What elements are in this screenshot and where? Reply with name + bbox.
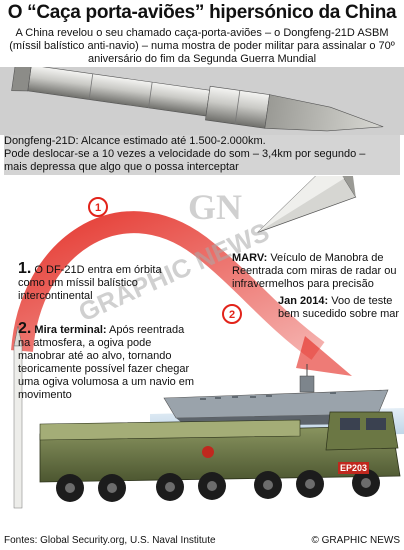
marker-2-label: 2 [229, 309, 235, 321]
scene-illustration: 1 2 [0, 159, 404, 531]
page-title: O “Caça porta-aviões” hipersónico da Chi… [7, 2, 397, 23]
step-2: 2. Mira terminal: Após reentrada na atmo… [18, 320, 198, 402]
marv-warhead [257, 159, 357, 233]
missile-caption: Dongfeng-21D: Alcance estimado até 1.500… [4, 135, 400, 175]
step-2-number: 2. [18, 320, 32, 337]
missile-band [0, 60, 404, 135]
marker-1-label: 1 [95, 202, 101, 214]
test-flight-heading: Jan 2014: [278, 295, 329, 307]
test-flight-text: Voo de teste bem sucedido sobre mar [278, 295, 400, 320]
step-2-text: Após reentrada na atmosfera, a ogiva pod… [18, 324, 195, 401]
sources-text: Fontes: Global Security.org, U.S. Naval … [4, 535, 216, 546]
marv-text: Veículo de Manobra de Reentrada com mira… [232, 252, 397, 290]
step-1-text: O DF-21D entra em órbita como um míssil … [18, 264, 162, 302]
caption-line-1: Dongfeng-21D: Alcance estimado até 1.500… [4, 135, 266, 147]
marker-2-badge [222, 304, 242, 324]
caption-line-2: Pode deslocar-se a 10 vezes a velocidade… [4, 148, 366, 160]
missile-illustration [11, 60, 384, 132]
vehicle-plate: EP203 [338, 462, 370, 474]
step-1: 1. O DF-21D entra em órbita como um míss… [18, 260, 180, 303]
marker-1-badge [88, 197, 108, 217]
credit-text: © GRAPHIC NEWS [311, 535, 401, 546]
caption-line-3: mais depressa que algo que o possa inter… [4, 161, 239, 173]
launch-missile [13, 325, 23, 509]
trajectory-scene: 1 2 [11, 159, 404, 509]
aircraft-carrier [163, 364, 389, 426]
test-flight-caption: Jan 2014: Voo de teste bem sucedido sobr… [278, 295, 402, 321]
trajectory-arrow [11, 211, 325, 360]
marv-caption: MARV: Veículo de Manobra de Reentrada co… [232, 252, 400, 291]
intro-text: A China revelou o seu chamado caça-porta… [9, 27, 395, 65]
step-1-number: 1. [18, 260, 32, 277]
step-2-heading: Mira terminal: [34, 324, 107, 336]
watermark-logo: GN [188, 187, 242, 227]
trajectory-arrowhead [296, 336, 352, 376]
launcher-truck [39, 411, 401, 502]
marv-heading: MARV: [232, 252, 268, 264]
footer: Fontes: Global Security.org, U.S. Naval … [0, 531, 404, 550]
